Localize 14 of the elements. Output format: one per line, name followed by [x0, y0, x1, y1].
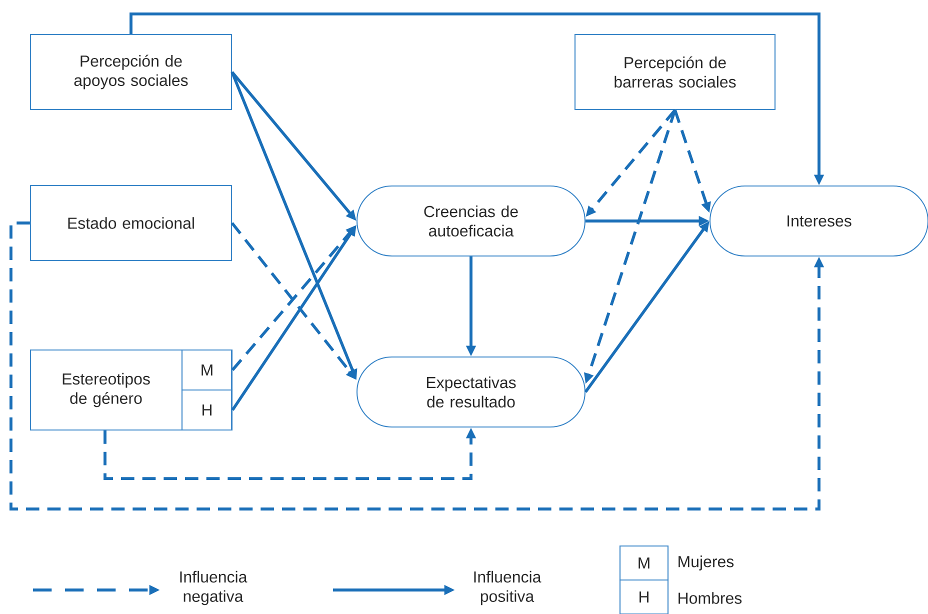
process-box: Estado emocional: [30, 184, 232, 262]
rounded-box: Creencias de autoeficacia: [356, 185, 586, 257]
legend-key-box: H: [619, 579, 669, 614]
rounded-box: Expectativas de resultado: [356, 356, 586, 428]
legend-text: Influencia positiva: [474, 570, 542, 606]
legend-key-box: M: [619, 545, 669, 581]
process-box: Percepción de apoyos sociales: [30, 34, 232, 110]
legend-text: Hombres: [678, 592, 742, 604]
legend-text: Mujeres: [678, 556, 734, 570]
cell: M: [181, 349, 233, 391]
process-box: Percepción de barreras sociales: [574, 34, 776, 110]
rounded-box: Intereses: [709, 185, 928, 257]
legend-text: Influencia negativa: [180, 570, 248, 606]
cell: H: [181, 389, 233, 431]
